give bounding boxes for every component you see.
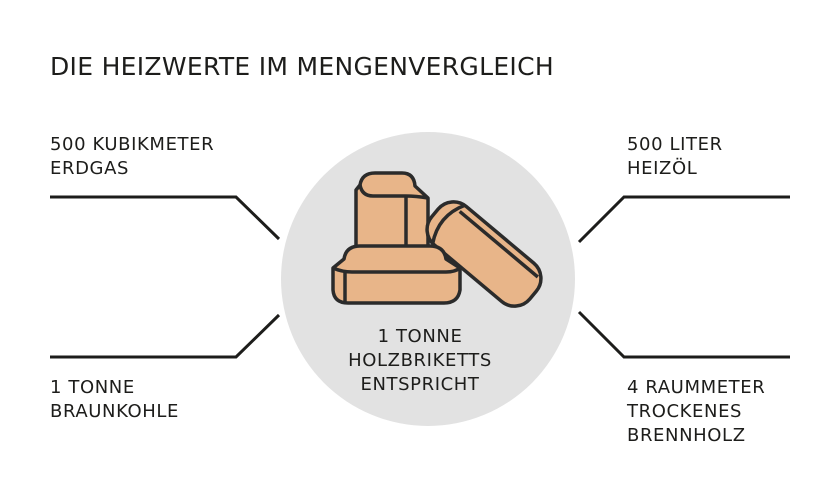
connector-bottom-right [577, 310, 790, 359]
connector-top-right [577, 195, 790, 244]
connector-top-left [50, 195, 281, 241]
label-erdgas: 500 KUBIKMETER ERDGAS [50, 133, 214, 181]
label-line: 500 LITER [627, 134, 723, 155]
label-line: 1 TONNE [50, 377, 135, 398]
page-title: DIE HEIZWERTE IM MENGENVERGLEICH [50, 52, 554, 81]
connector-bottom-left [50, 313, 281, 359]
briquettes-icon [331, 171, 543, 308]
center-label: 1 TONNE HOLZBRIKETTS ENTSPRICHT [320, 325, 520, 397]
label-line: TROCKENES [627, 401, 743, 422]
label-line: ERDGAS [50, 158, 130, 179]
label-line: BRENNHOLZ [627, 425, 746, 446]
label-line: BRAUNKOHLE [50, 401, 180, 422]
center-label-line: 1 TONNE [377, 326, 463, 347]
label-braunkohle: 1 TONNE BRAUNKOHLE [50, 376, 179, 424]
center-label-line: ENTSPRICHT [360, 374, 480, 395]
center-label-line: HOLZBRIKETTS [348, 350, 492, 371]
label-line: 500 KUBIKMETER [50, 134, 215, 155]
label-line: HEIZÖL [627, 158, 698, 179]
label-line: 4 RAUMMETER [627, 377, 766, 398]
label-brennholz: 4 RAUMMETER TROCKENES BRENNHOLZ [627, 376, 765, 448]
label-heizoel: 500 LITER HEIZÖL [627, 133, 723, 181]
